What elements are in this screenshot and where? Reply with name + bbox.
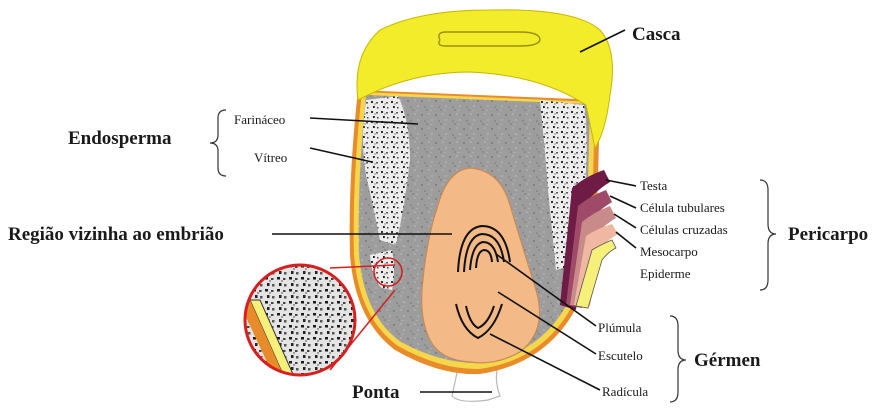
label-testa: Testa <box>640 178 667 193</box>
label-regiao: Região vizinha ao embrião <box>8 224 224 245</box>
label-casca: Casca <box>632 24 681 45</box>
leader-mesocarpo <box>616 232 636 248</box>
label-endosperma: Endosperma <box>68 128 172 149</box>
label-epiderme: Epiderme <box>640 266 691 281</box>
label-ponta: Ponta <box>352 382 400 403</box>
label-germen: Gérmen <box>694 350 761 371</box>
label-mesocarpo: Mesocarpo <box>640 244 698 259</box>
label-plumula: Plúmula <box>598 320 642 335</box>
leader-celulas-cruzadas <box>614 214 636 228</box>
label-celulas-cruzadas: Células cruzadas <box>640 222 728 237</box>
label-farinaceo: Farináceo <box>234 112 285 127</box>
brace-pericarpo <box>760 180 776 290</box>
label-radicula: Radícula <box>602 384 648 399</box>
magnified-view <box>238 260 360 390</box>
label-pericarpo: Pericarpo <box>788 224 868 245</box>
label-escutelo: Escutelo <box>598 348 643 363</box>
leader-celula-tubulares <box>610 196 636 208</box>
brace-endosperma <box>210 110 226 176</box>
leader-testa <box>606 180 636 186</box>
label-vitreo: Vítreo <box>254 150 287 165</box>
label-celula-tubulares: Célula tubulares <box>640 200 725 215</box>
brace-germen <box>670 316 686 402</box>
